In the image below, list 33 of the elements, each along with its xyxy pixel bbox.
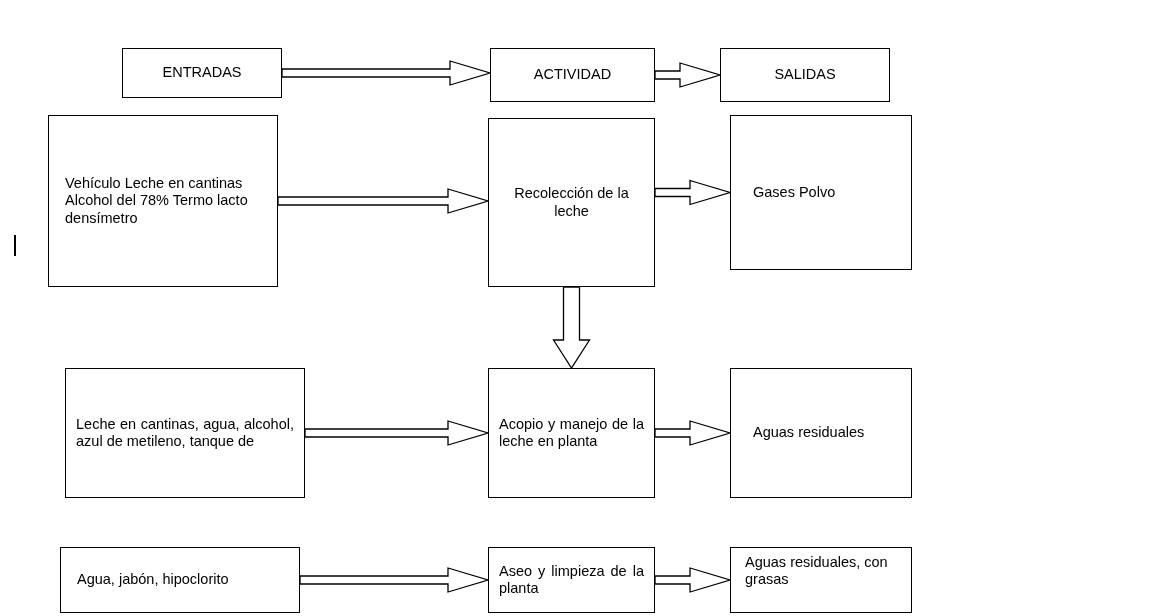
box-text: Leche en cantinas, agua, alcohol, azul de metileno, tanque de — [76, 415, 294, 451]
box-text: Aseo y limpieza de la planta — [499, 562, 644, 598]
box-text: Agua, jabón, hipoclorito — [77, 571, 230, 589]
box-text: ACTIVIDAD — [532, 66, 613, 84]
process-box — [488, 547, 655, 613]
hollow-arrow — [304, 420, 491, 446]
box-text: SALIDAS — [773, 66, 837, 84]
process-box — [48, 115, 278, 287]
box-text: Gases Polvo — [753, 183, 837, 202]
process-box — [65, 368, 305, 498]
hollow-arrow — [654, 62, 723, 88]
box-text: Vehículo Leche en cantinas Alcohol del 78% Termo lacto densímetro — [65, 174, 249, 228]
box-text: Aguas residuales — [753, 424, 866, 442]
process-box — [488, 118, 655, 287]
hollow-arrow — [654, 567, 733, 593]
process-box — [60, 547, 300, 613]
box-text: Acopio y manejo de la leche en planta — [499, 415, 644, 451]
hollow-arrow — [552, 286, 591, 370]
process-box — [488, 368, 655, 498]
hollow-arrow — [277, 188, 491, 214]
process-box — [720, 48, 890, 102]
process-box — [730, 368, 912, 498]
process-box — [730, 115, 912, 270]
box-text: ENTRADAS — [161, 64, 243, 82]
hollow-arrow — [281, 60, 493, 86]
hollow-arrow — [654, 420, 733, 446]
hollow-arrow — [654, 179, 733, 206]
process-box — [730, 547, 912, 613]
process-box — [490, 48, 655, 102]
box-text: Aguas residuales, con grasas — [745, 554, 889, 589]
box-text: Recolección de la leche — [513, 185, 630, 220]
hollow-arrow — [299, 567, 491, 593]
process-box — [122, 48, 282, 98]
